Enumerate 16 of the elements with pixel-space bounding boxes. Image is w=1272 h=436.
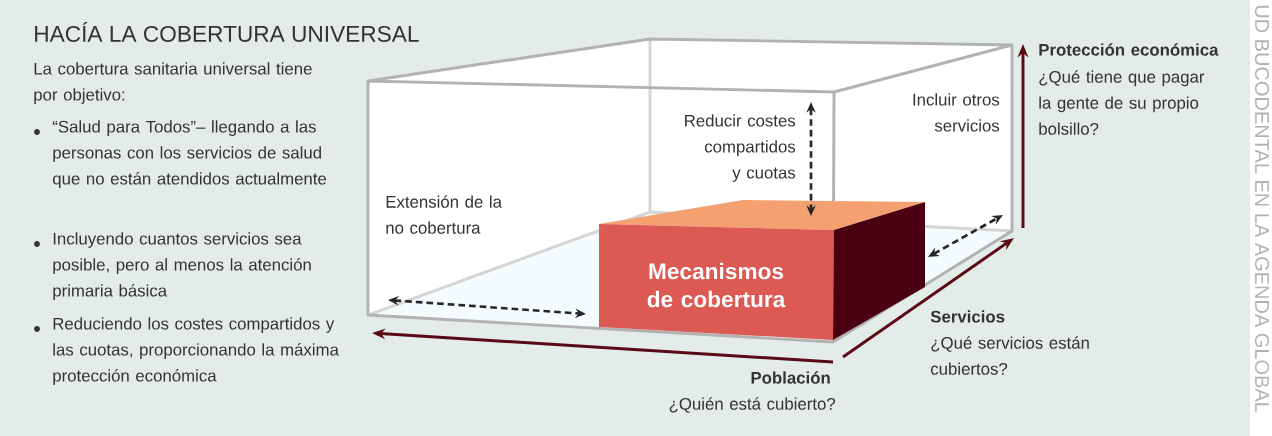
dimension-label: Extensión de la no cobertura [386,195,502,234]
axis-title: Servicios [930,310,1005,323]
bullet-item: Incluyendo cuantos servicios sea posible, pero al menos la atención primaria básica [53,232,311,300]
intro-text: La cobertura sanitaria universal tiene por objetivo: [34,62,312,104]
bullet-item: Reduciendo los costes compartidos y las cuotas, proporcionando la máxima protección económica [53,317,339,385]
axis-question: ¿Qué servicios están cubiertos? [931,336,1089,375]
dimension-label: Incluir otros servicios [913,93,1000,132]
axis-question: ¿Qué tiene que pagar la gente de su propio bolsillo? [1039,70,1205,135]
bullet-item: “Salud para Todos”– llegando a las personas con los servicios de salud que no están atendidos actualmente [52,120,327,188]
running-header: UD BUCODENTAL EN LA AGENDA GLOBAL [1254,5,1270,413]
dimension-label: Reducir costes compartidos y cuotas [685,114,796,182]
coverage-block: Mecanismos de cobertura [599,200,925,340]
axis-title: Población [751,371,830,384]
axis-question: ¿Quién está cubierto? [669,397,836,413]
title: HACÍA LA COBERTURA UNIVERSAL [35,22,419,42]
axis-title: Protección económica [1039,43,1219,56]
